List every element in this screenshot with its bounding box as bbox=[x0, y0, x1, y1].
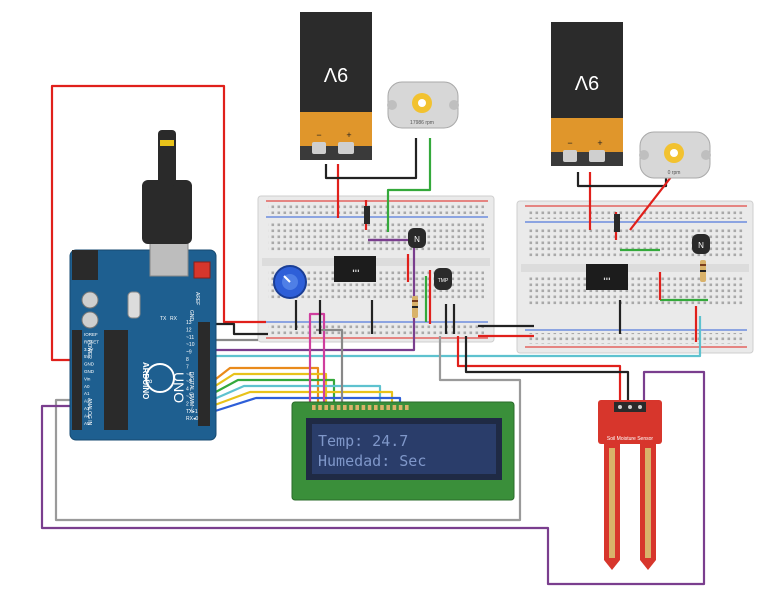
svg-text:∞: ∞ bbox=[146, 376, 152, 386]
temperature-sensor: TMP bbox=[434, 268, 452, 290]
lcd-header-pin bbox=[380, 405, 384, 410]
battery-right[interactable]: 9V − + bbox=[551, 22, 623, 166]
arduino-pin-label: RESET bbox=[84, 339, 99, 344]
arduino-pin-label: A4 bbox=[84, 413, 90, 418]
lcd-header-pin bbox=[312, 405, 316, 410]
soil-moisture-sensor[interactable]: Soil Moisture Sensor bbox=[598, 400, 662, 570]
arduino-pin-label: A2 bbox=[84, 399, 90, 404]
diode-right bbox=[614, 214, 620, 232]
lcd-header-pin bbox=[398, 405, 403, 410]
arduino-pin-label: ~6 bbox=[186, 372, 192, 378]
transistor-left: N bbox=[408, 228, 426, 248]
power-jack bbox=[72, 250, 98, 280]
arduino-pin-label: A0 bbox=[84, 384, 90, 389]
dc-motor-left[interactable]: 17986 rpm bbox=[387, 81, 459, 129]
soil-sensor-label: Soil Moisture Sensor bbox=[607, 436, 653, 442]
arduino-pin-label: IOREF bbox=[84, 332, 98, 337]
dc-motor-right[interactable]: 0 rpm bbox=[639, 131, 711, 179]
arduino-pin-label: 13 bbox=[186, 320, 192, 326]
arduino-pin-label: 5V bbox=[84, 354, 90, 359]
arduino-pin-label: 12 bbox=[186, 327, 192, 333]
battery-right-label: 9V bbox=[574, 71, 599, 93]
transistor-left-label: N bbox=[414, 235, 420, 244]
lcd-header-pin bbox=[324, 405, 328, 410]
arduino-pin-label: TX▸1 bbox=[186, 409, 198, 415]
reset-button[interactable] bbox=[193, 261, 211, 279]
arduino-logo-icon bbox=[145, 363, 175, 393]
arduino-pin-label: A1 bbox=[84, 391, 90, 396]
arduino-pin-label: A3 bbox=[84, 406, 90, 411]
lcd-header-pin bbox=[336, 405, 341, 410]
battery-right-plus: + bbox=[597, 138, 602, 148]
usb-cable bbox=[158, 130, 176, 186]
lcd-display: Temp: 24.7 Humedad: Sec bbox=[291, 401, 515, 501]
svg-text:▮▮▮: ▮▮▮ bbox=[603, 276, 610, 281]
lcd-header-pin bbox=[343, 405, 347, 410]
aref-label: AREF bbox=[194, 292, 200, 305]
transistor-right-label: N bbox=[698, 241, 704, 250]
arduino-pin-label: 3.3V bbox=[84, 347, 93, 352]
gnd-label: GND bbox=[188, 310, 194, 322]
svg-text:▮▮▮: ▮▮▮ bbox=[352, 268, 359, 273]
battery-left[interactable]: 9V − + bbox=[300, 12, 372, 160]
lcd-header-pin bbox=[361, 405, 366, 410]
tx-label: TX bbox=[160, 316, 167, 322]
motor-left-rpm: 17986 rpm bbox=[410, 120, 434, 126]
analog-label: ANALOG IN bbox=[86, 398, 92, 426]
lcd-header-pin bbox=[318, 405, 322, 410]
diode-left bbox=[364, 206, 370, 224]
arduino-pin-label: ~10 bbox=[186, 342, 195, 348]
rx-label: RX bbox=[170, 316, 178, 322]
arduino-pin-label: GND bbox=[84, 362, 95, 367]
lcd-header-pin bbox=[330, 405, 335, 410]
resistor-left bbox=[412, 296, 418, 318]
lcd-header-pin bbox=[355, 405, 359, 410]
power-label: POWER bbox=[86, 340, 92, 359]
arduino-pin-label: 8 bbox=[186, 357, 189, 363]
motor-right-rpm: 0 rpm bbox=[668, 170, 681, 176]
arduino-pin-label: ~11 bbox=[186, 335, 194, 341]
tmp-label: TMP bbox=[438, 278, 449, 284]
usb-cable-plug bbox=[142, 180, 192, 244]
arduino-pin-label: 4 bbox=[186, 387, 189, 393]
lcd-header-pin bbox=[349, 405, 353, 410]
arduino-pin-label: ~9 bbox=[186, 350, 192, 356]
relay-right: ▮▮▮ bbox=[586, 264, 628, 290]
arduino-pin-label: ~3 bbox=[186, 394, 192, 400]
battery-left-minus: − bbox=[316, 130, 321, 140]
transistor-right: N bbox=[692, 234, 710, 254]
battery-left-label: 9V bbox=[323, 63, 348, 85]
resistor-right bbox=[700, 260, 706, 282]
lcd-header-pin bbox=[374, 405, 378, 410]
potentiometer[interactable] bbox=[273, 265, 307, 299]
arduino-model: UNO bbox=[171, 372, 187, 403]
battery-left-plus: + bbox=[346, 130, 351, 140]
microcontroller-chip bbox=[104, 330, 128, 430]
lcd-line-1: Temp: 24.7 bbox=[318, 432, 408, 450]
lcd-header-pin bbox=[405, 405, 409, 410]
arduino-pin-label: RX◂0 bbox=[186, 416, 198, 422]
arduino-uno-board[interactable]: ∞ ARDUINO UNO AREF GND DIGITAL (PWM~) TX… bbox=[69, 130, 217, 441]
arduino-pin-label: 7 bbox=[186, 364, 189, 370]
arduino-pin-label: ~5 bbox=[186, 379, 192, 385]
arduino-pin-label: A5 bbox=[84, 421, 90, 426]
arduino-brand: ARDUINO bbox=[141, 362, 150, 399]
lcd-line-2: Humedad: Sec bbox=[318, 452, 426, 470]
arduino-pin-label: Vin bbox=[84, 376, 91, 381]
arduino-pin-label: 2 bbox=[186, 401, 189, 407]
lcd-header-pin bbox=[392, 405, 397, 410]
battery-right-minus: − bbox=[567, 138, 572, 148]
relay-left: ▮▮▮ bbox=[334, 256, 376, 282]
digital-label: DIGITAL (PWM~) bbox=[188, 372, 194, 411]
arduino-pin-label: GND bbox=[84, 369, 95, 374]
lcd-header-pin bbox=[386, 405, 390, 410]
lcd-header-pin bbox=[367, 405, 372, 410]
